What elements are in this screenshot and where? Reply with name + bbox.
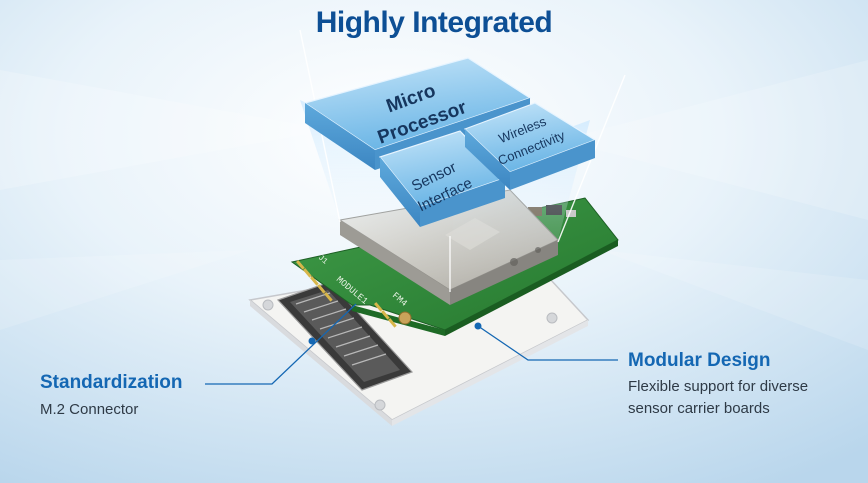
standardization-leader-dot [308, 337, 316, 345]
modular-design-leader-line [477, 325, 618, 361]
modular-design-leader-dot [474, 322, 482, 330]
standardization-subtitle: M.2 Connector [40, 401, 139, 418]
leader-lines [205, 303, 618, 385]
standardization-leader-line [205, 303, 357, 385]
standardization-title: Standardization [40, 372, 183, 393]
modular-design-subtitle-line2: sensor carrier boards [628, 400, 770, 417]
modular-design-title: Modular Design [628, 350, 771, 371]
diagram-title: Highly Integrated [315, 6, 553, 39]
light-rays [0, 60, 868, 350]
modular-design-subtitle-line1: Flexible support for diverse [628, 378, 809, 395]
block-sensor-interface [378, 130, 507, 227]
gold-fingers [295, 260, 397, 328]
function-blocks [303, 57, 597, 227]
m2-connector [276, 281, 414, 391]
block-wireless-connectivity [463, 102, 597, 190]
